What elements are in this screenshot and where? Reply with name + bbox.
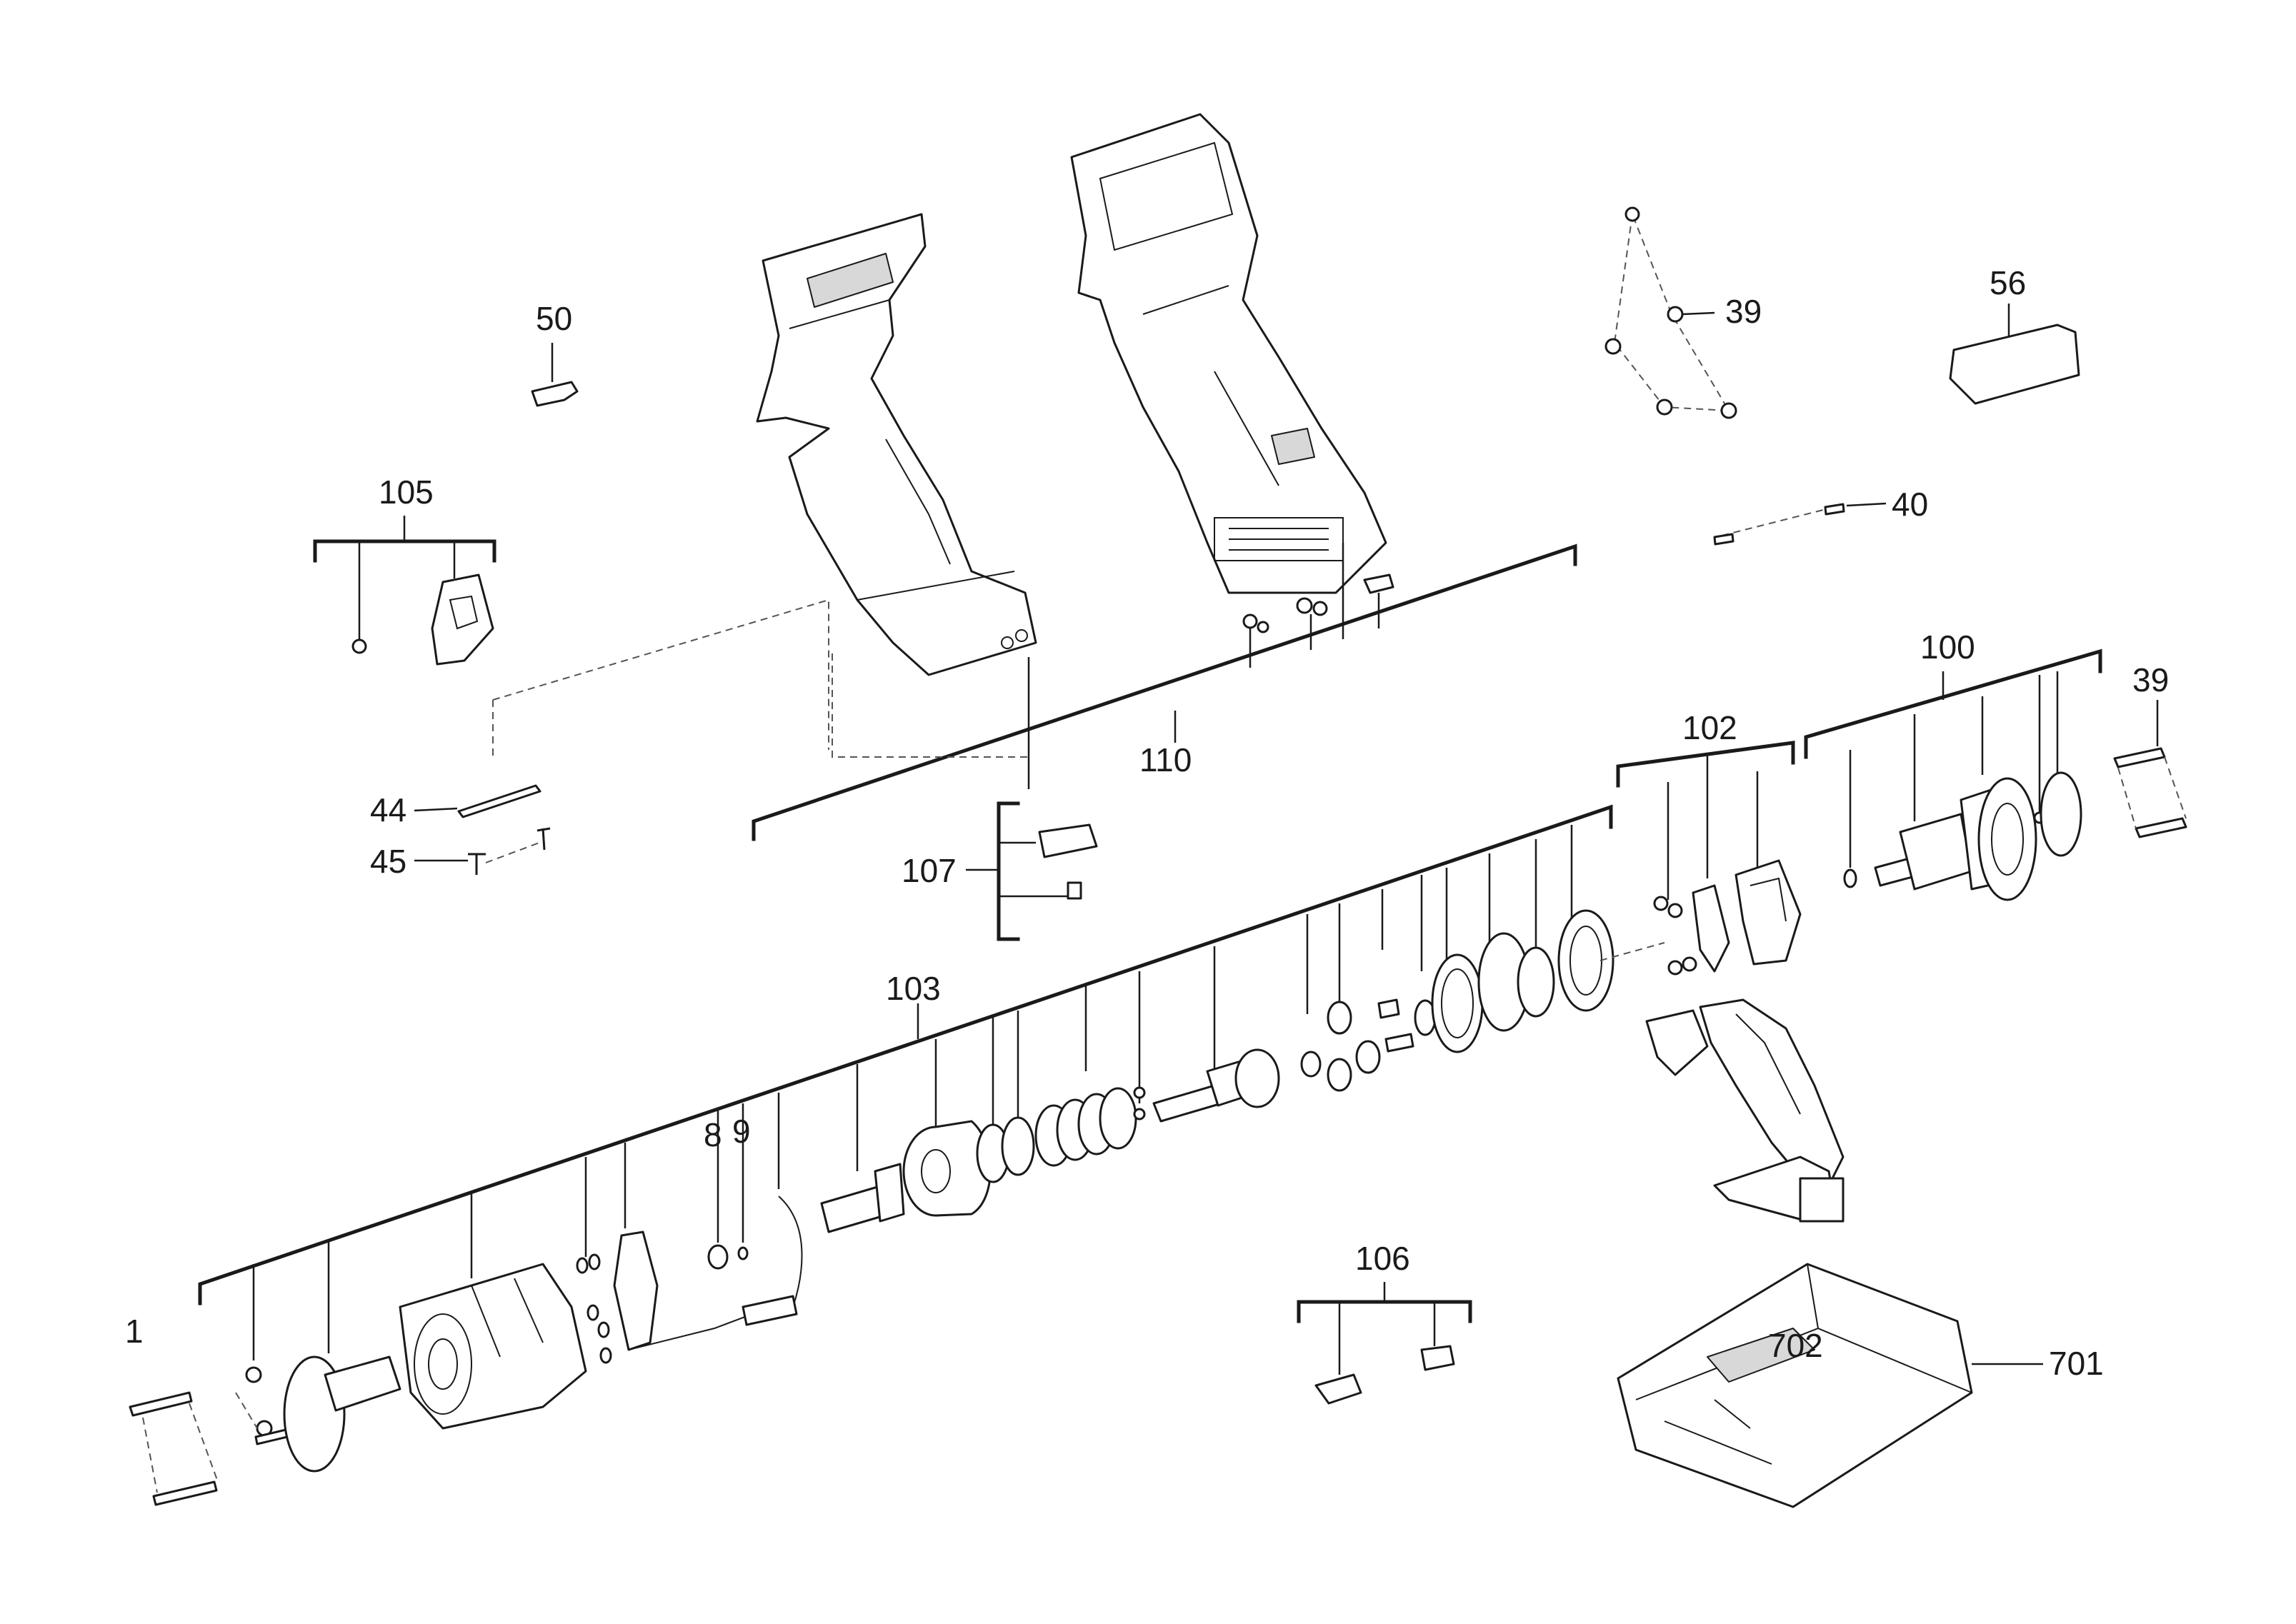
part-50-clip xyxy=(531,343,579,407)
callout-39-right: 39 xyxy=(2132,661,2169,698)
part-44-pin xyxy=(414,784,541,818)
callout-701: 701 xyxy=(2049,1345,2104,1382)
callout-40: 40 xyxy=(1892,486,1928,523)
housing-left-half xyxy=(756,213,1037,676)
callout-39-top: 39 xyxy=(1725,293,1762,330)
bracket-107 xyxy=(966,801,1098,941)
callout-45: 45 xyxy=(370,843,406,880)
bracket-106 xyxy=(1297,1282,1472,1405)
part-39-screws-top xyxy=(1604,206,1737,419)
part-40-screw xyxy=(1713,502,1887,546)
drive-parts xyxy=(129,825,1665,1506)
callout-labels: 1 8 9 39 39 40 44 45 50 56 100 102 103 1… xyxy=(125,264,2169,1382)
callout-50: 50 xyxy=(536,300,572,337)
housing-small-parts xyxy=(1242,573,1394,633)
part-102-switch-assembly xyxy=(1653,771,1802,976)
bracket-100 xyxy=(1804,648,2102,759)
callout-106: 106 xyxy=(1355,1240,1410,1277)
bracket-103 xyxy=(198,804,1613,1305)
bracket-105 xyxy=(313,516,829,757)
callout-8: 8 xyxy=(704,1116,722,1153)
part-100-motor-assembly xyxy=(1843,671,2082,901)
callout-44: 44 xyxy=(370,791,406,828)
bracket-102 xyxy=(1616,741,1795,788)
bracket-110 xyxy=(752,543,1577,841)
callout-103: 103 xyxy=(886,970,941,1007)
callout-110: 110 xyxy=(1139,741,1192,778)
part-45-screws xyxy=(414,827,551,875)
callout-100: 100 xyxy=(1920,628,1975,666)
callout-107: 107 xyxy=(902,852,957,889)
callout-702: 702 xyxy=(1768,1327,1823,1364)
housing-right-half xyxy=(1070,113,1387,594)
part-39-screws-right xyxy=(2113,700,2187,838)
callout-56: 56 xyxy=(1990,264,2026,301)
part-701-carry-case xyxy=(1617,1263,2043,1508)
callout-105: 105 xyxy=(379,473,434,511)
part-702-insert xyxy=(1707,1328,1815,1383)
callout-102: 102 xyxy=(1682,709,1737,746)
callout-9: 9 xyxy=(732,1113,751,1150)
part-56-label xyxy=(1949,304,2080,405)
trigger-handle-assembly xyxy=(1645,998,1845,1223)
callout-1: 1 xyxy=(125,1313,144,1350)
